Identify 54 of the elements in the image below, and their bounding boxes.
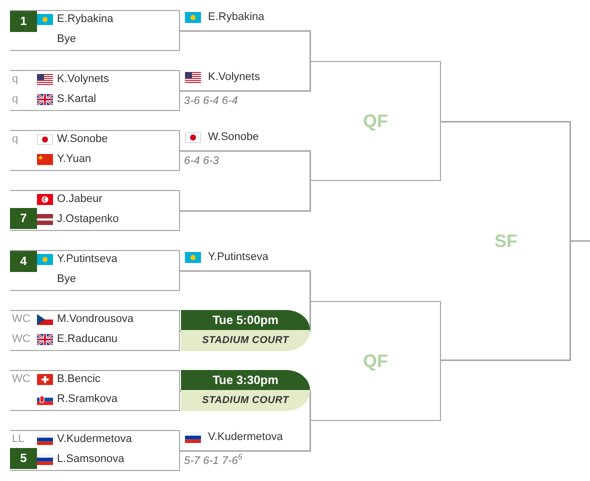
match-bracket [10, 370, 180, 411]
schedule-pill [181, 370, 310, 411]
player-name: J.Ostapenko [57, 212, 119, 226]
entry-tag: q [12, 72, 18, 86]
player-name: L.Samsonova [57, 452, 124, 466]
entry-tag: WC [12, 372, 30, 386]
seed-badge: 5 [10, 448, 37, 469]
player-name: V.Kudermetova [57, 432, 132, 446]
player-name: E.Rybakina [57, 12, 114, 26]
match-time: Tue 3:30pm [181, 370, 310, 390]
court-name: STADIUM COURT [202, 334, 289, 347]
match-bracket [10, 70, 180, 111]
player-name: R.Sramkova [57, 392, 118, 406]
match-bracket [10, 190, 180, 231]
player-name: Bye [57, 272, 76, 286]
player-name: K.Volynets [208, 70, 260, 84]
entry-tag: WC [12, 312, 30, 326]
match-score: 6-4 6-3 [184, 154, 219, 168]
entry-tag: q [12, 132, 18, 146]
seed-badge: 4 [10, 251, 37, 272]
player-name: Y.Putintseva [208, 250, 268, 264]
match-time: Tue 5:00pm [181, 310, 310, 330]
match-score: 5-7 6-1 7-6$^{5}$ [184, 454, 242, 468]
seed-badge: 1 [10, 11, 37, 32]
round-label: SF [494, 230, 518, 252]
entry-tag: WC [12, 332, 30, 346]
match-bracket [10, 430, 180, 471]
player-name: S.Kartal [57, 92, 96, 106]
seed-badge: 7 [10, 208, 37, 229]
round-bracket [311, 61, 441, 181]
player-name: Bye [57, 32, 76, 46]
round-label: QF [363, 110, 388, 132]
entry-tag: LL [12, 432, 24, 446]
player-name: V.Kudermetova [208, 430, 283, 444]
player-name: Y.Yuan [57, 152, 92, 166]
match-bracket [10, 250, 180, 291]
player-name: E.Rybakina [208, 10, 264, 24]
court-name: STADIUM COURT [202, 394, 289, 407]
match-bracket [10, 310, 180, 351]
player-name: B.Bencic [57, 372, 100, 386]
player-name: K.Volynets [57, 72, 109, 86]
match-score: 3-6 6-4 6-4 [184, 94, 238, 108]
schedule-pill [181, 310, 310, 351]
player-name: Y.Putintseva [57, 252, 118, 266]
match-bracket [10, 10, 180, 51]
player-name: M.Vondrousova [57, 312, 134, 326]
entry-tag: q [12, 92, 18, 106]
player-name: W.Sonobe [57, 132, 108, 146]
player-name: O.Jabeur [57, 192, 102, 206]
match-bracket [10, 130, 180, 171]
player-name: E.Raducanu [57, 332, 118, 346]
round-label: QF [363, 350, 388, 372]
player-name: W.Sonobe [208, 130, 259, 144]
round-bracket [311, 301, 441, 421]
